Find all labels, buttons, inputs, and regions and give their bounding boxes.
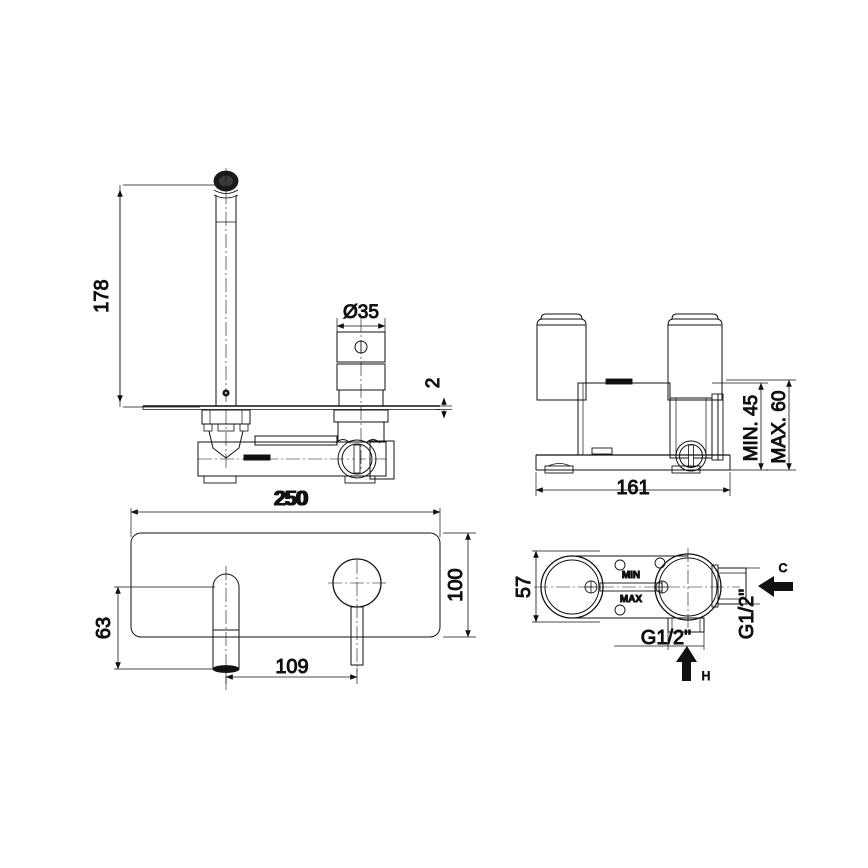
dim-63-label: 63	[93, 617, 115, 639]
view-front-elevation: 250 100 63 109	[93, 488, 476, 690]
cold-arrow	[758, 576, 793, 597]
label-g12-bottom: G1/2"	[641, 627, 691, 649]
dim-57	[532, 550, 600, 623]
dim-max60-label: MAX. 60	[769, 391, 790, 464]
dim-63	[114, 586, 215, 670]
front-spout	[212, 566, 240, 690]
label-min: MIN	[622, 570, 640, 581]
dim-100	[443, 532, 476, 638]
dim-250-top: 250	[275, 488, 309, 511]
dim-161-label: 161	[616, 477, 649, 499]
view-side-section: 250 178 Ø35 2	[91, 168, 452, 511]
mixer-body-section	[197, 435, 395, 484]
dim-178	[117, 184, 228, 408]
dim-min45-label: MIN. 45	[741, 395, 762, 462]
label-g12-right: G1/2"	[736, 589, 758, 639]
dim-57-label: 57	[513, 576, 535, 598]
dim-2	[436, 397, 452, 419]
dim-250-front-label: 250	[273, 488, 306, 510]
dim-109	[225, 668, 358, 684]
view-valve-plan: MIN MAX C H	[513, 548, 793, 684]
label-max: MAX	[620, 594, 643, 605]
valve-cylinder-right	[667, 313, 723, 401]
dim-d35-label: Ø35	[343, 302, 379, 323]
dim-250-top-label: 250	[275, 488, 308, 510]
dim-100-label: 100	[445, 568, 467, 601]
hot-arrow	[676, 646, 697, 681]
valve-cylinder-left	[536, 313, 587, 401]
view-valve-side: 161 MIN. 45 MAX. 60	[535, 313, 796, 500]
dim-2-label: 2	[423, 378, 444, 389]
dim-max60	[726, 379, 796, 471]
dim-d35	[336, 318, 386, 334]
label-hot: H	[702, 669, 711, 683]
dim-109-label: 109	[275, 656, 308, 678]
dim-250-front	[130, 508, 441, 537]
dim-161	[535, 472, 731, 496]
front-handle	[328, 558, 386, 672]
dim-178-label: 178	[91, 279, 113, 312]
dim-min45	[712, 382, 768, 471]
label-cold: C	[779, 561, 788, 575]
